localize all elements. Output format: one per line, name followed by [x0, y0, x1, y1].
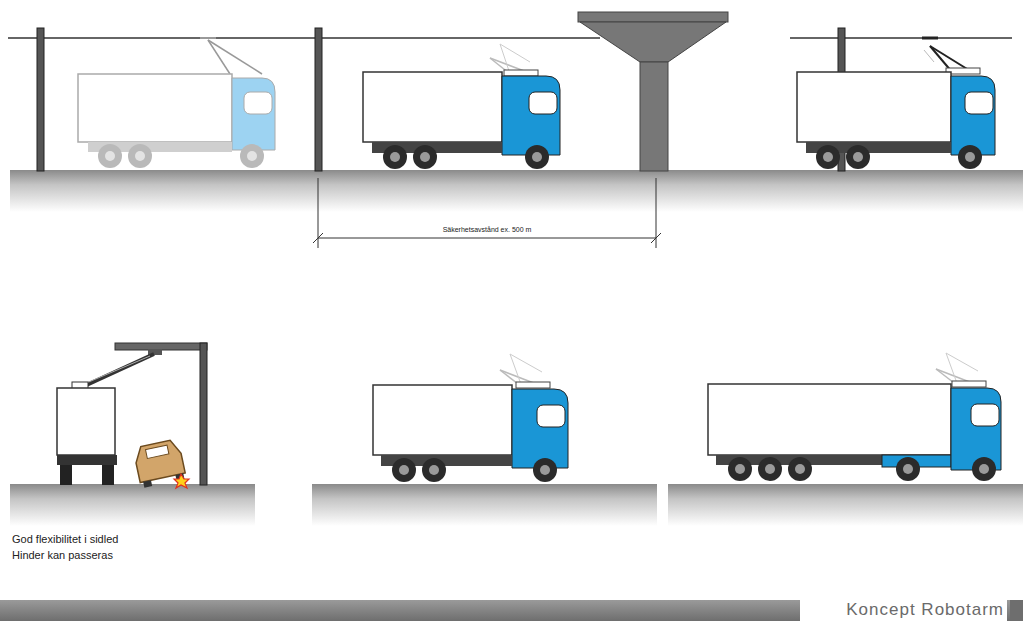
ground	[668, 484, 1023, 526]
footer-patch	[800, 598, 1007, 623]
footer-bar	[0, 600, 1023, 621]
dimension-line	[313, 178, 661, 248]
note-text: God flexibilitet i sidled	[12, 533, 118, 546]
rear-view-truck	[57, 343, 207, 488]
note-text: Hinder kan passeras	[12, 549, 113, 562]
pole	[315, 28, 322, 171]
truck	[373, 354, 568, 482]
ground	[10, 170, 1023, 212]
truck	[363, 44, 560, 169]
concept-title: Koncept Robotarm	[846, 600, 1004, 620]
overhead-wire	[8, 37, 600, 39]
semi-truck	[708, 353, 1001, 481]
truck-faded	[78, 38, 275, 168]
ground	[312, 484, 657, 526]
overhead-wire	[790, 37, 1012, 39]
truck	[797, 38, 995, 169]
pole	[37, 28, 44, 171]
bridge	[578, 12, 728, 171]
dimension-label: Säkerhetsavstånd ex. 500 m	[441, 226, 534, 234]
footer-square	[1010, 600, 1023, 621]
ground	[10, 484, 255, 526]
